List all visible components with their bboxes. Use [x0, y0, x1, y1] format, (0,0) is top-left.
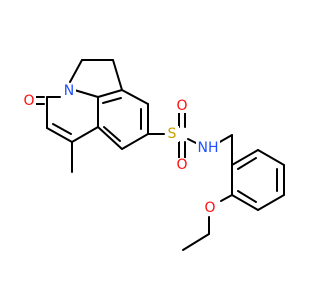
bond-b1-inner [102, 97, 122, 104]
atom-labels: O N S O O NH O [22, 83, 220, 216]
bond-n-ch2 [69, 59, 83, 83]
bonds [34, 59, 285, 251]
bond-p4 [257, 194, 285, 211]
atom-n-ring: N [64, 83, 74, 99]
structure-canvas: O N S O O NH O [22, 59, 285, 251]
atom-o-ether: O [204, 200, 215, 216]
bond-p2 [257, 149, 285, 166]
atom-o-carbonyl: O [23, 93, 34, 109]
bond-cme-c-junction [71, 126, 99, 143]
bond-p1 [231, 149, 259, 166]
bond-p1-inner [237, 157, 257, 170]
bond-p5 [231, 194, 259, 211]
atom-nh-amide: NH [198, 140, 219, 156]
bond-b5 [97, 126, 123, 150]
bond-b4 [121, 133, 149, 150]
molecule-structure: O N S O O NH O [22, 59, 285, 251]
bond-ch2-ch3 [182, 233, 210, 251]
bond-p5-inner [237, 190, 257, 203]
bond-b5-inner [103, 126, 121, 142]
bond-ar-o-ether [220, 194, 233, 202]
atom-s-sulfonyl: S [168, 126, 177, 142]
bond-ch2-aryl [112, 59, 123, 91]
bond-nh-ch2 [217, 134, 233, 144]
bond-b1 [97, 89, 123, 98]
bond-ch-cme [46, 127, 73, 143]
atom-o-sulfonyl-top: O [176, 98, 187, 114]
atom-o-sulfonyl-bottom: O [176, 157, 187, 173]
bond-b2 [121, 89, 149, 105]
bond-ch-cme-inner [52, 123, 72, 135]
